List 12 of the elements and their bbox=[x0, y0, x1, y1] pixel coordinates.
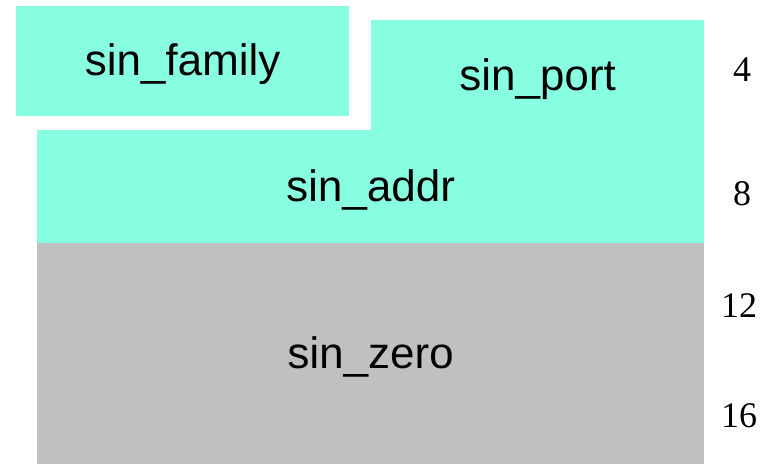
byte-offset: 8 bbox=[733, 172, 751, 214]
field-block bbox=[371, 20, 704, 131]
byte-offset: 12 bbox=[721, 284, 757, 326]
field-name: sin_addr bbox=[286, 162, 455, 212]
field-block bbox=[16, 6, 349, 116]
padding-block bbox=[37, 243, 704, 464]
field-name: sin_family bbox=[84, 36, 280, 86]
field-block bbox=[37, 130, 704, 244]
field-name: sin_zero bbox=[287, 328, 454, 378]
field-name: sin_port bbox=[459, 50, 616, 100]
byte-offset: 16 bbox=[721, 394, 757, 436]
byte-offset: 4 bbox=[733, 48, 751, 90]
